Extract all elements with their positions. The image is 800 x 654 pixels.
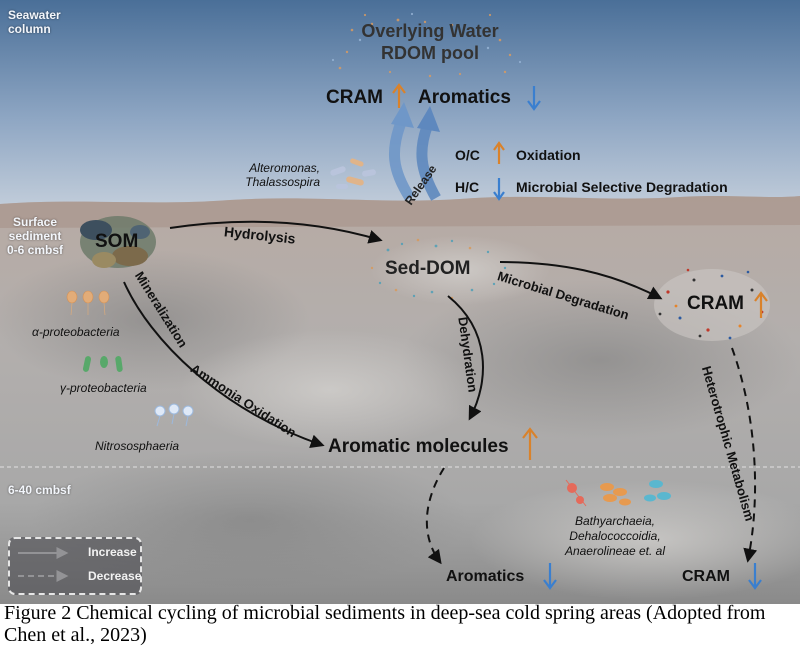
gamma-proteobacteria-cells	[82, 356, 123, 372]
pool-cram-up-arrow	[392, 83, 406, 108]
legend-increase-label: Increase	[88, 545, 137, 559]
rdom-pool-title: Overlying Water RDOM pool	[361, 21, 499, 63]
aromatics-bottom-down-arrow	[543, 563, 557, 590]
dehydration-arrow	[447, 295, 484, 421]
release-arrow-left	[388, 117, 415, 201]
pool-cram-label: CRAM	[326, 87, 383, 108]
hc-label: H/C	[455, 179, 480, 195]
oc-label: O/C	[455, 147, 480, 163]
microbial-degradation-arrow	[499, 261, 663, 300]
alpha-proteobacteria-label: α-proteobacteria	[32, 325, 120, 339]
alteromonas-label: Alteromonas, Thalassospira	[245, 161, 320, 189]
legend-box: Increase Decrease	[8, 537, 142, 595]
aromatics-bottom-label: Aromatics	[446, 568, 525, 585]
oc-up-arrow	[493, 141, 505, 164]
aromatics-decrease-arrow	[425, 467, 445, 565]
figure-caption: Figure 2 Chemical cycling of microbial s…	[4, 602, 766, 646]
diagram-figure: Seawater column Surface sediment 0-6 cmb…	[0, 0, 800, 604]
hc-down-arrow	[493, 178, 505, 201]
cram-right-up-arrow	[754, 291, 768, 318]
som-blob	[80, 216, 156, 268]
aromatic-molecules-up-arrow	[522, 427, 538, 460]
cram-particles	[658, 268, 764, 340]
release-arrow-right	[416, 122, 441, 201]
surface-sediment-label: Surface sediment 0-6 cmbsf	[6, 215, 64, 257]
alpha-proteobacteria-cells	[66, 290, 110, 316]
bathyarchaeia-cells	[565, 479, 671, 507]
cram-right-label: CRAM	[687, 293, 744, 314]
aromatic-molecules-label: Aromatic molecules	[328, 436, 509, 457]
cram-bottom-label: CRAM	[682, 568, 730, 585]
deep-sediment-label: 6-40 cmbsf	[8, 483, 71, 497]
pool-aromatics-down-arrow	[527, 86, 541, 111]
nitrososphaeria-label: Nitrososphaeria	[95, 439, 180, 453]
oxidation-label: Oxidation	[516, 147, 581, 163]
legend-decrease-label: Decrease	[88, 569, 142, 583]
gamma-proteobacteria-label: γ-proteobacteria	[60, 381, 147, 395]
bathyarchaeia-label: Bathyarchaeia, Dehalococcoidia, Anaeroli…	[564, 514, 666, 558]
sed-dom-label: Sed-DOM	[385, 258, 471, 279]
alteromonas-bacteria	[330, 158, 376, 189]
microbial-selective-degradation-label: Microbial Selective Degradation	[516, 179, 728, 195]
sed-dom-particles	[370, 238, 507, 300]
heterotrophic-decrease-arrow	[731, 347, 758, 563]
nitrososphaeria-cells	[154, 403, 194, 427]
cram-bottom-down-arrow	[748, 563, 762, 590]
seawater-column-label: Seawater column	[8, 8, 61, 36]
hydrolysis-arrow	[169, 220, 383, 244]
som-label: SOM	[95, 231, 139, 252]
pool-aromatics-label: Aromatics	[418, 87, 511, 108]
mineralization-arrow	[123, 281, 325, 448]
rdom-particles	[338, 13, 512, 78]
